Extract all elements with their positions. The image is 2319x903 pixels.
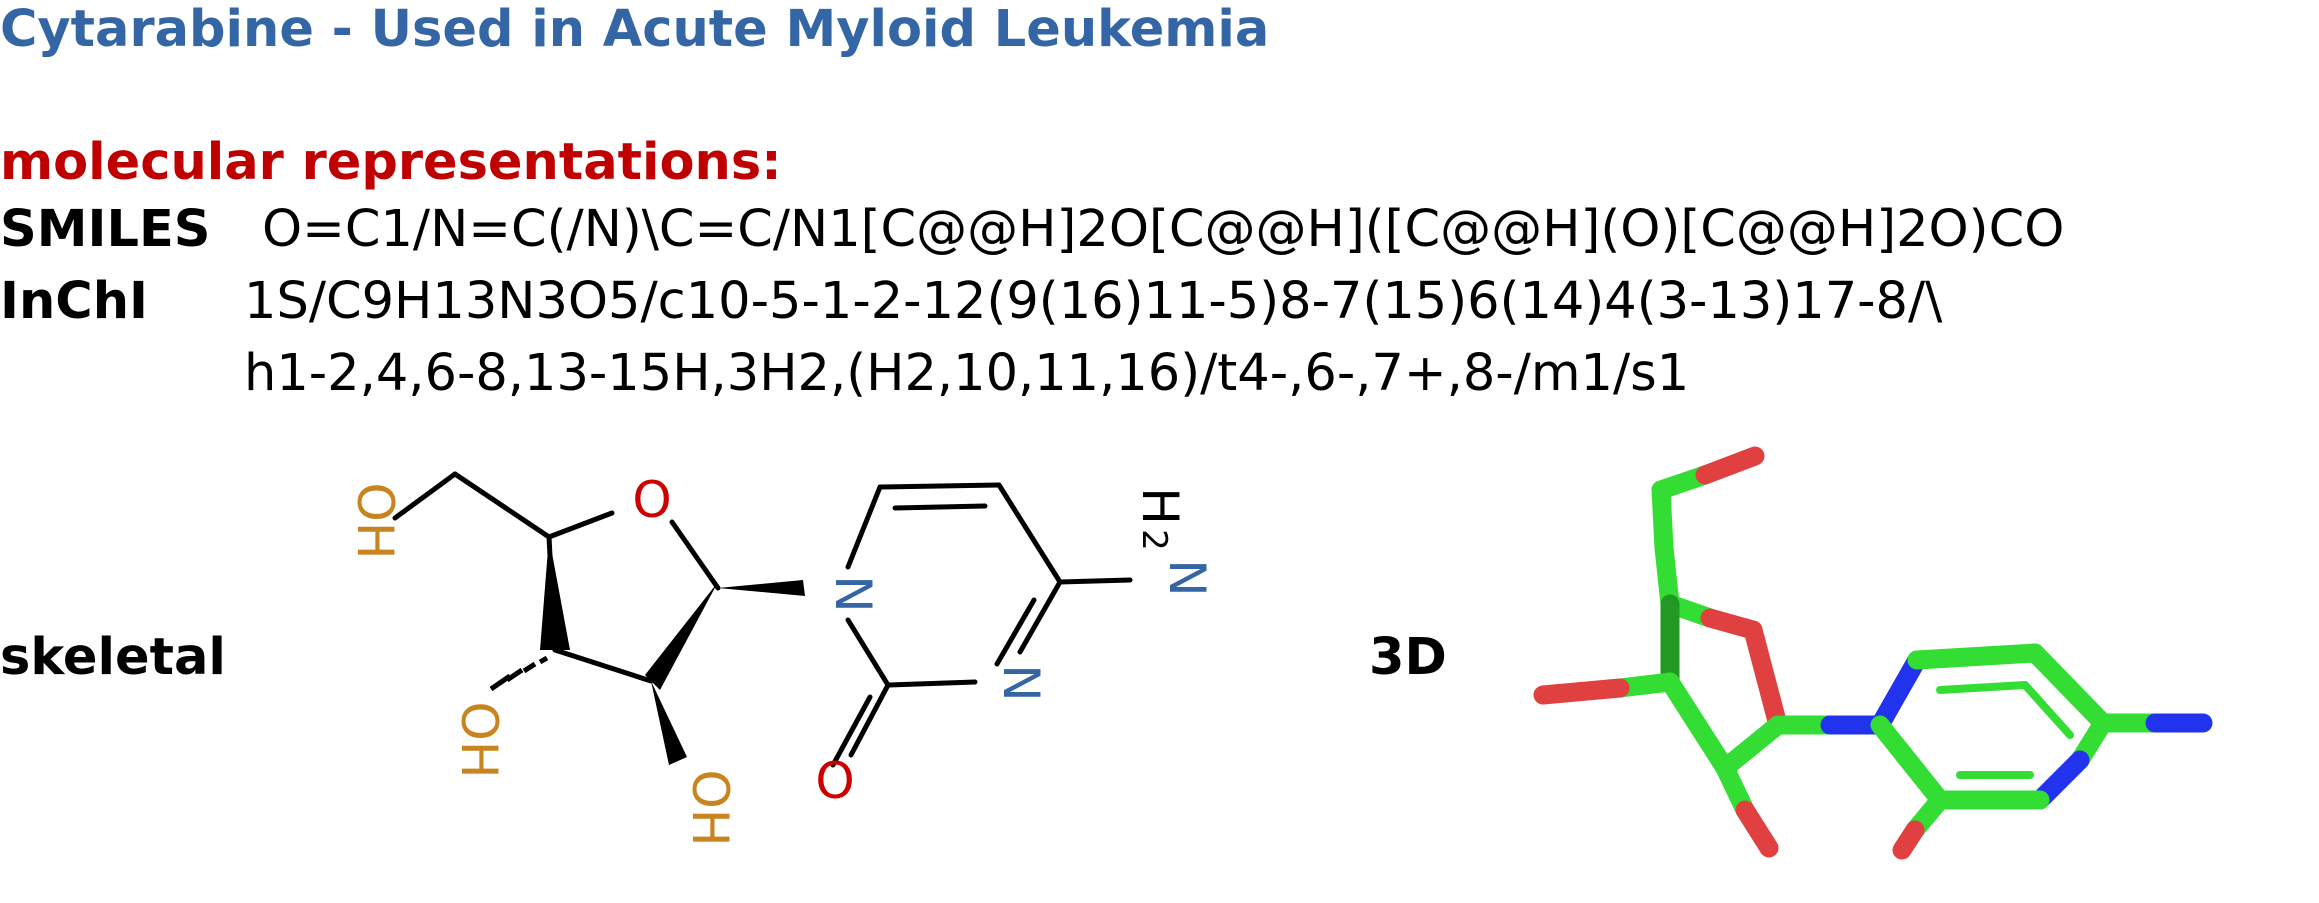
oh-bottom-label: OH (681, 770, 739, 847)
oh-top-label: OH (346, 483, 404, 560)
stick-model-3d (1533, 446, 2213, 860)
oh-left-label: OH (450, 702, 508, 779)
inchi-value-line1: 1S/C9H13N3O5/c10-5-1-2-12(9(16)11-5)8-7(… (244, 272, 1943, 331)
skeletal-wedges (540, 537, 805, 765)
ring-oxygen-label: O (632, 471, 671, 529)
page-title: Cytarabine - Used in Acute Myloid Leukem… (0, 0, 1270, 59)
carbonyl-oxygen-label: O (815, 752, 854, 810)
skeletal-hash-bond (489, 655, 549, 692)
smiles-value: O=C1/N=C(/N)\C=C/N1[C@@H]2O[C@@H]([C@@H]… (262, 200, 2065, 259)
inchi-label: InChI (0, 272, 148, 331)
inchi-value-line2: h1-2,4,6-8,13-15H,3H2,(H2,10,11,16)/t4-,… (244, 344, 1690, 403)
skeletal-bonds (392, 471, 1133, 768)
n1-label: N (824, 575, 882, 612)
amine-h-label: H (1131, 487, 1189, 525)
smiles-label: SMILES (0, 200, 211, 259)
stick-model-3d-aromatic (1901, 681, 2074, 849)
skeletal-label: skeletal (0, 628, 226, 687)
amine-n-label: N (1158, 559, 1216, 596)
section-heading: molecular representations: (0, 133, 782, 192)
amine-subscript-label: 2 (1134, 529, 1174, 551)
model-3d-label: 3D (1369, 628, 1447, 687)
n3-label: N (992, 664, 1050, 701)
